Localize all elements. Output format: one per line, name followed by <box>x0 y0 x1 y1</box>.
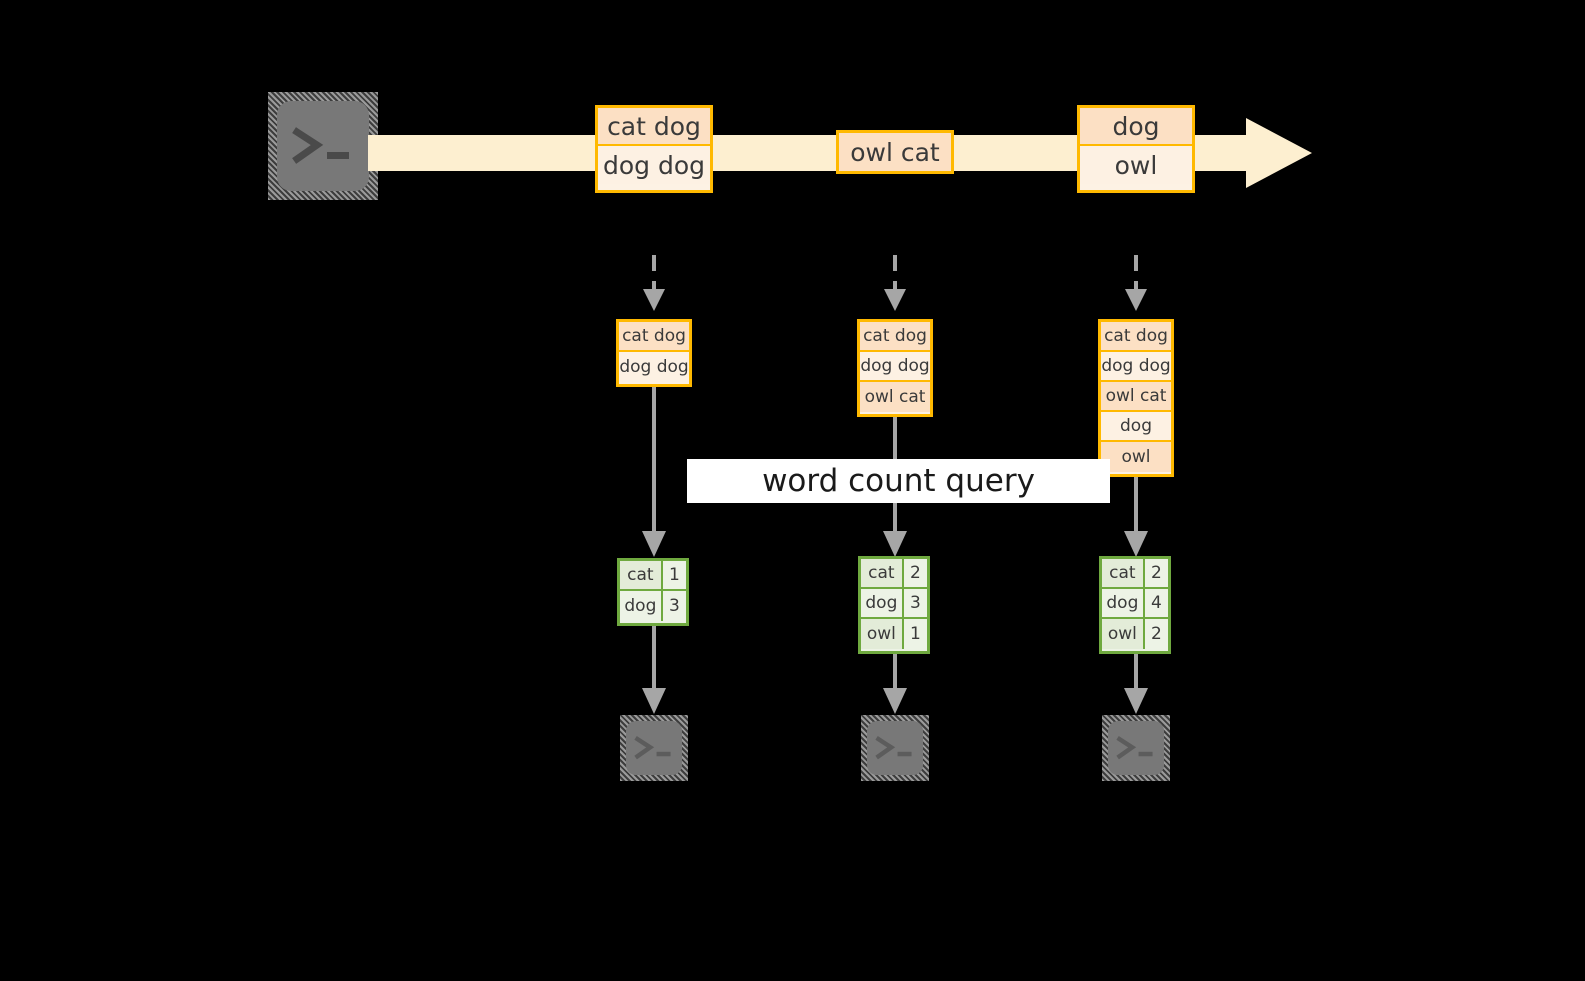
result-word: cat <box>1102 559 1145 587</box>
snapshot-line: cat dog <box>619 322 689 352</box>
table-row: owl 2 <box>1102 619 1168 649</box>
result-word: cat <box>620 561 663 589</box>
snapshot-line: dog dog <box>1101 352 1171 382</box>
terminal-screen <box>1108 721 1164 775</box>
prompt-glyph-icon <box>875 736 912 760</box>
result-count: 1 <box>903 619 927 649</box>
message-line: owl <box>1080 146 1192 184</box>
table-row: owl 1 <box>861 619 927 649</box>
result-table-1: cat 1 dog 3 <box>617 558 689 626</box>
result-count: 2 <box>1144 559 1168 587</box>
prompt-glyph-icon <box>292 127 349 164</box>
result-word: cat <box>861 559 904 587</box>
connector-stream-to-snapshot-3 <box>1125 255 1147 311</box>
query-label-text: word count query <box>762 463 1035 499</box>
connector-stream-to-snapshot-2 <box>884 255 906 311</box>
result-count: 4 <box>1144 589 1168 617</box>
snapshot-stack-1: cat dog dog dog <box>616 319 692 387</box>
connector-stream-to-snapshot-1 <box>643 255 665 311</box>
terminal-screen <box>626 721 682 775</box>
snapshot-stack-3: cat dog dog dog owl cat dog owl <box>1098 319 1174 477</box>
result-word: dog <box>1102 589 1145 617</box>
snapshot-line: owl <box>1101 442 1171 472</box>
stream-message-1: cat dog dog dog <box>595 105 713 193</box>
terminal-screen <box>277 101 369 191</box>
connector-snapshot-to-result-1 <box>642 387 666 557</box>
table-row: cat 2 <box>861 559 927 589</box>
source-terminal-icon <box>268 92 378 200</box>
snapshot-line: dog dog <box>860 352 930 382</box>
result-table-3: cat 2 dog 4 owl 2 <box>1099 556 1171 654</box>
table-row: cat 1 <box>620 561 686 591</box>
snapshot-line: owl cat <box>860 382 930 412</box>
connector-result-to-sink-2 <box>883 654 907 714</box>
result-word: owl <box>861 619 904 649</box>
table-row: dog 4 <box>1102 589 1168 619</box>
table-row: dog 3 <box>861 589 927 619</box>
connector-result-to-sink-1 <box>642 626 666 714</box>
stream-message-3: dog owl <box>1077 105 1195 193</box>
result-count: 2 <box>903 559 927 587</box>
message-line: dog dog <box>598 146 710 184</box>
result-word: owl <box>1102 619 1145 649</box>
snapshot-line: dog <box>1101 412 1171 442</box>
result-count: 3 <box>903 589 927 617</box>
query-label: word count query <box>687 459 1110 503</box>
stream-message-2: owl cat <box>836 130 954 174</box>
result-table-2: cat 2 dog 3 owl 1 <box>858 556 930 654</box>
table-row: cat 2 <box>1102 559 1168 589</box>
connector-snapshot-to-result-3 <box>1124 477 1148 557</box>
snapshot-line: cat dog <box>1101 322 1171 352</box>
sink-terminal-icon-2 <box>861 715 929 781</box>
prompt-glyph-icon <box>634 736 671 760</box>
snapshot-line: owl cat <box>1101 382 1171 412</box>
result-word: dog <box>620 591 663 621</box>
result-count: 2 <box>1144 619 1168 649</box>
terminal-screen <box>867 721 923 775</box>
snapshot-stack-2: cat dog dog dog owl cat <box>857 319 933 417</box>
sink-terminal-icon-3 <box>1102 715 1170 781</box>
message-line: cat dog <box>598 108 710 146</box>
result-word: dog <box>861 589 904 617</box>
result-count: 1 <box>662 561 686 589</box>
snapshot-line: cat dog <box>860 322 930 352</box>
message-line: owl cat <box>839 133 951 171</box>
result-count: 3 <box>662 591 686 621</box>
message-line: dog <box>1080 108 1192 146</box>
table-row: dog 3 <box>620 591 686 621</box>
connector-result-to-sink-3 <box>1124 654 1148 714</box>
prompt-glyph-icon <box>1116 736 1153 760</box>
snapshot-line: dog dog <box>619 352 689 382</box>
sink-terminal-icon-1 <box>620 715 688 781</box>
